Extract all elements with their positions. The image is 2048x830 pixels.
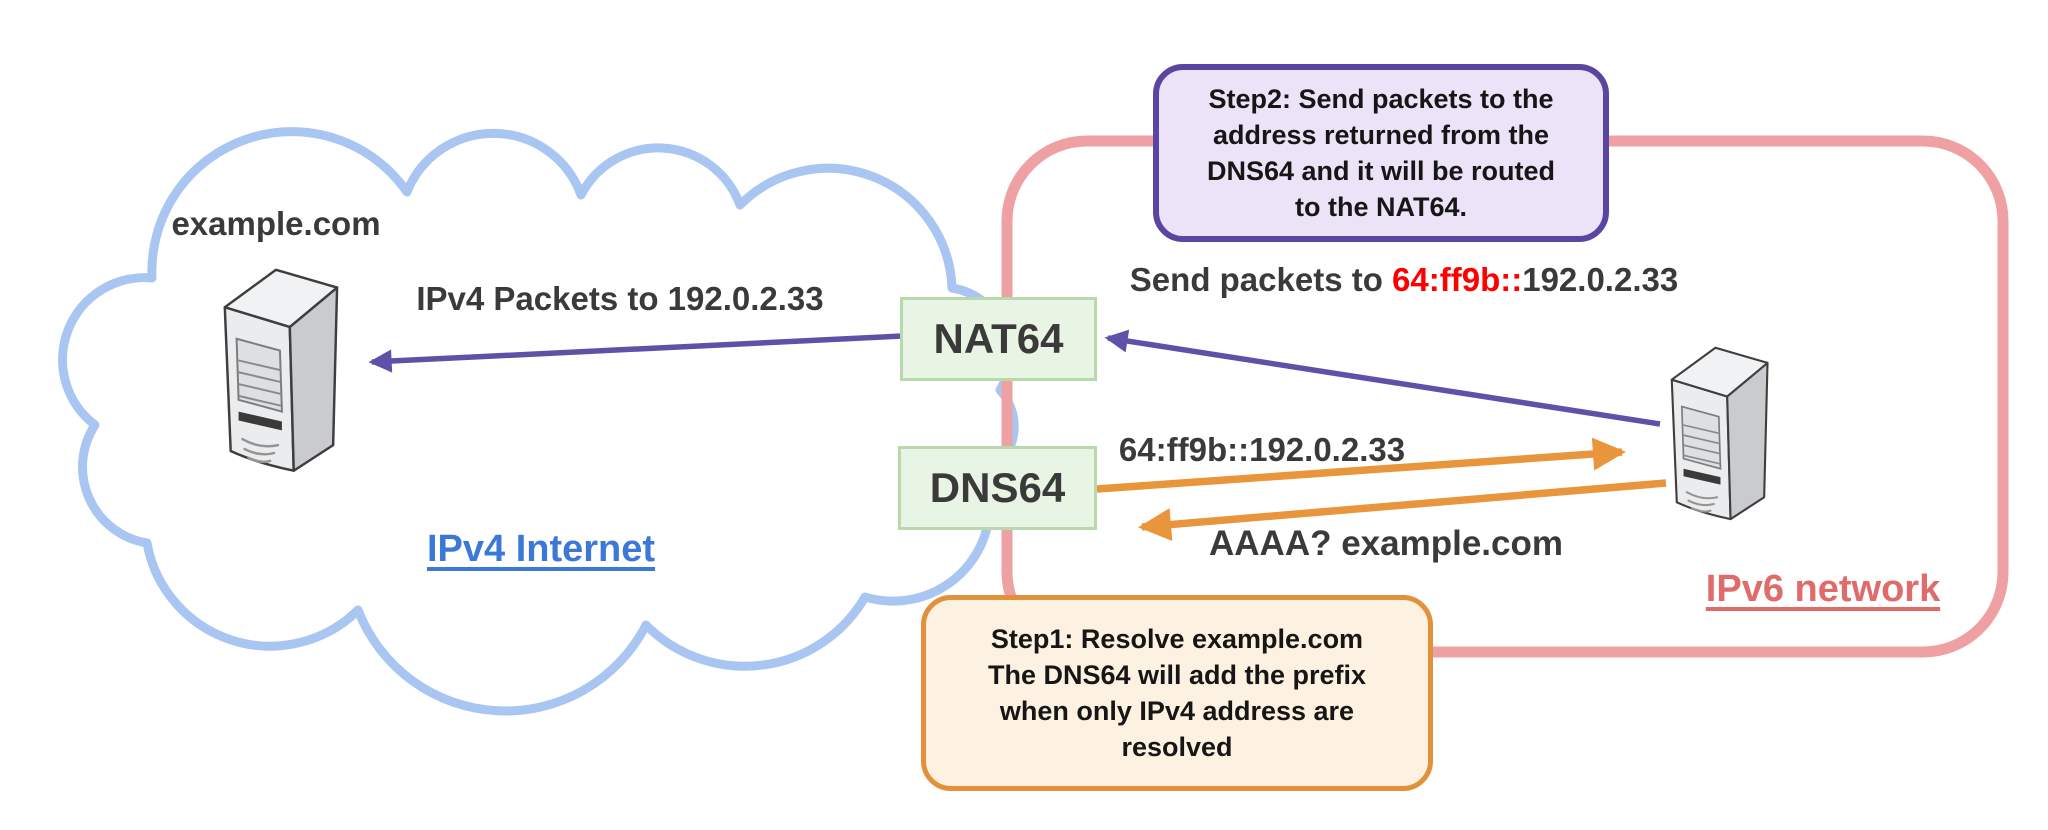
step1-line: Step1: Resolve example.com xyxy=(990,624,1364,654)
ipv6-network-label: IPv6 network xyxy=(1705,568,1941,610)
step2-line: DNS64 and it will be routed xyxy=(1206,156,1556,186)
arrow-send-packets xyxy=(1104,329,1661,427)
send-packets-highlight: 64:ff9b:: xyxy=(1392,261,1523,298)
step1-line: resolved xyxy=(1121,732,1233,762)
dns-response-label: 64:ff9b::192.0.2.33 xyxy=(1118,431,1406,468)
ipv4-packets-label: IPv4 Packets to 192.0.2.33 xyxy=(416,280,824,317)
ipv6-host-server-icon xyxy=(1670,346,1769,521)
example-server-label: example.com xyxy=(171,205,381,242)
arrow-dns-query xyxy=(1138,479,1667,542)
step1-line: The DNS64 will add the prefix xyxy=(987,660,1367,690)
step2-line: Step2: Send packets to the xyxy=(1208,84,1554,114)
send-packets-suffix: 192.0.2.33 xyxy=(1522,261,1679,298)
send-packets-prefix: Send packets to xyxy=(1129,261,1393,298)
step1-line: when only IPv4 address are xyxy=(999,696,1355,726)
dns64-label: DNS64 xyxy=(929,464,1066,511)
arrow-ipv4-packets xyxy=(368,333,903,373)
nat64-box: NAT64 xyxy=(900,297,1097,381)
dns-query-label: AAAA? example.com xyxy=(1209,524,1563,563)
example-server-icon xyxy=(223,268,339,472)
step2-callout: Step2: Send packets to the address retur… xyxy=(1153,64,1609,242)
dns64-box: DNS64 xyxy=(898,446,1097,530)
arrow-dns-response xyxy=(1096,437,1626,493)
step2-line: to the NAT64. xyxy=(1294,192,1467,222)
ipv4-internet-label: IPv4 Internet xyxy=(426,528,656,570)
step1-callout: Step1: Resolve example.com The DNS64 wil… xyxy=(921,595,1433,791)
step2-line: address returned from the xyxy=(1212,120,1550,150)
nat64-label: NAT64 xyxy=(933,315,1064,362)
send-packets-label: Send packets to 64:ff9b::192.0.2.33 xyxy=(1130,261,1678,299)
